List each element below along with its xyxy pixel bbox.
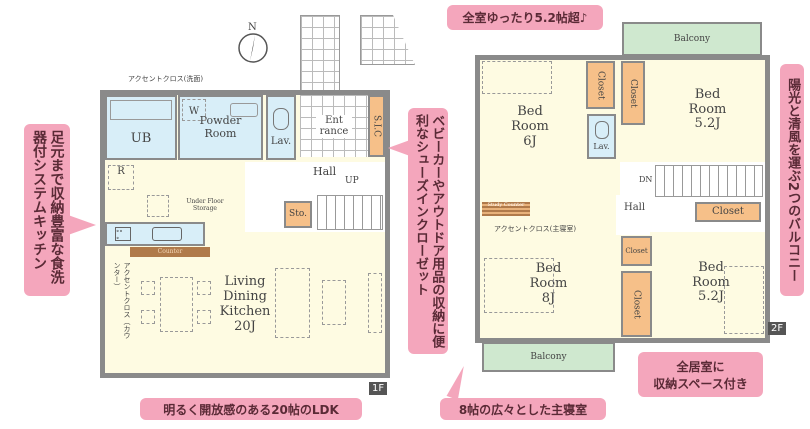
room-bed-6j: Bed Room 6J [511,104,549,149]
callout-balcony: 陽光と清風を運ぶ2つのバルコニー [780,64,804,296]
stairs-2f [655,165,763,197]
accent-cloth-counter-label: アクセントクロス（カウンター） [113,262,131,339]
sofa [275,268,310,338]
balcony-top: Balcony [622,22,762,56]
bed-furniture [482,61,552,94]
kitchen-counter: ∘∘∘ [105,222,205,246]
room-storage: Sto. [284,201,312,228]
room-lav-2f: Lav. [587,114,616,159]
closet-1: Closet [586,61,615,109]
callout-master-bedroom: 8帖の広々とした主寝室 [440,398,606,420]
coffee-table [322,280,346,325]
closet-5: Closet [621,271,652,337]
study-counter: Study Counter [482,202,530,216]
room-bed-8j: Bed Room 8J [529,261,568,306]
entrance-steps [300,15,420,93]
callout-kitchen: 足元まで収納豊富な食洗器付システムキッチン [24,124,70,296]
counter: Counter [130,247,210,257]
room-ldk: Living Dining Kitchen 20J [219,274,271,334]
compass-north-label: N [248,22,257,33]
closet-3: Closet [695,202,761,222]
room-entrance: Ent rance [300,95,368,157]
closet-2: Closet [621,61,645,125]
room-bed-5-2j-north: Bed Room 5.2J [688,86,727,132]
callout-ldk: 明るく開放感のある20帖のLDK [140,398,362,420]
master-bed-furniture [484,258,554,313]
room-powder: W Powder Room [178,95,263,160]
refrigerator: R [108,165,134,190]
compass: N [236,22,270,64]
hall-2f-label: Hall [624,202,646,213]
stove-icon: ∘∘∘ [115,227,131,242]
washer-label: W [188,106,200,117]
callout-shoes-closet: ベビーカーやアウトドア用品の収納に便利なシューズインクローゼット [408,108,448,354]
floor2-badge: 2F [768,322,787,335]
closet-4: Closet [621,236,652,266]
room-shoes-in-closet: S.I.C [368,95,385,157]
under-floor-hatch [147,195,169,217]
room-ub: UB [105,95,177,160]
sink [152,227,182,241]
floor1-badge: 1F [369,382,388,395]
under-floor-storage: Under Floor Storage [186,198,224,212]
up-label: UP [345,176,359,186]
dining-table [160,277,193,332]
accent-cloth-washroom-label: アクセントクロス(洗面) [128,75,204,83]
stairs-1f [317,195,383,230]
compass-icon [238,33,268,63]
room-lav-1f: Lav. [266,95,296,160]
dn-label: DN [639,175,653,184]
tv-board [368,273,382,333]
room-bed-5-2j-south: Bed Room 5.2J [692,259,730,305]
callout-rooms-size: 全室ゆったり5.2帖超♪ [447,5,603,30]
accent-cloth-master-label: アクセントクロス(主寝室) [494,225,577,233]
callout-storage: 全居室に 収納スペース付き [638,352,763,397]
balcony-bottom: Balcony [482,342,615,372]
